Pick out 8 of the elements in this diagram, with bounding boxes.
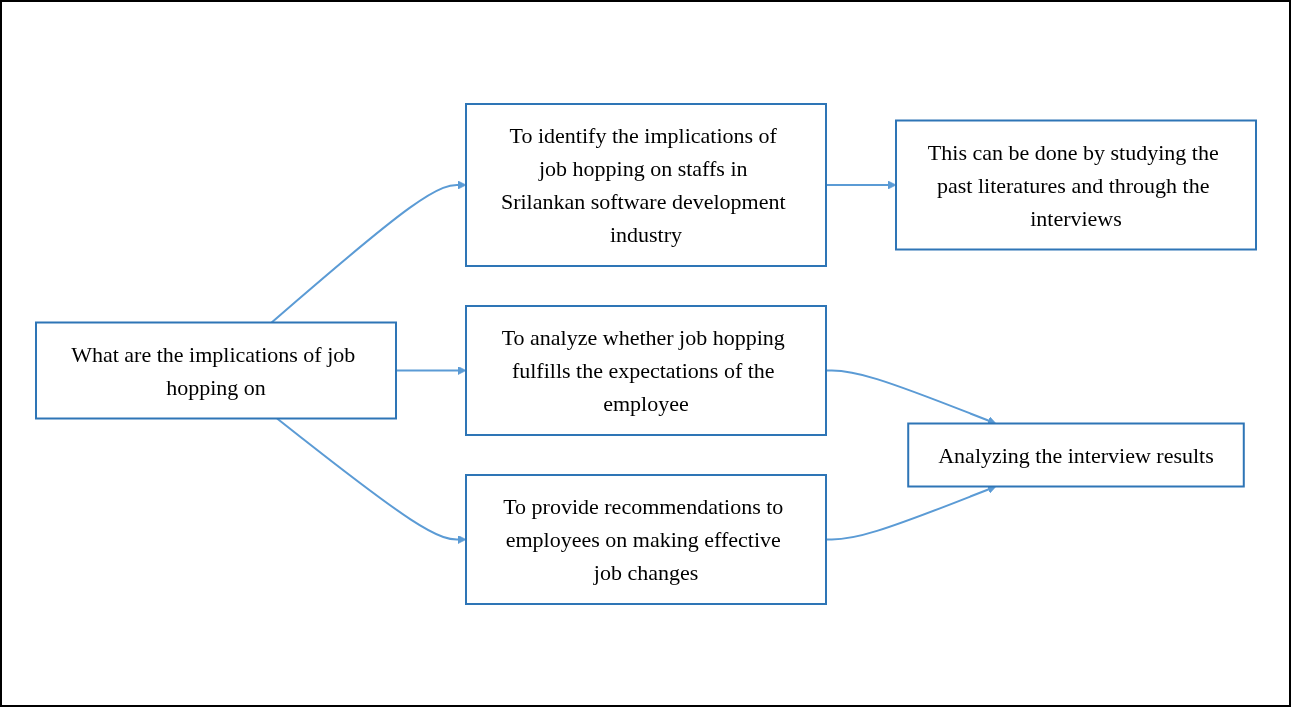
arrow (275, 417, 466, 544)
node-box: Analyzing the interview results (906, 422, 1245, 487)
node-box: To analyze whether job hopping fulfills the expectations of the employee (464, 304, 827, 436)
node-box: To identify the implications of job hopping on staffs in Srilankan software development industry (464, 102, 827, 267)
arrow (270, 180, 466, 323)
node-box: This can be done by studying the past literatures and through the interviews (894, 119, 1257, 250)
node-box: What are the implications of job hopping on (34, 321, 397, 419)
node-box: To provide recommendations to employees on making effective job changes (464, 473, 827, 605)
